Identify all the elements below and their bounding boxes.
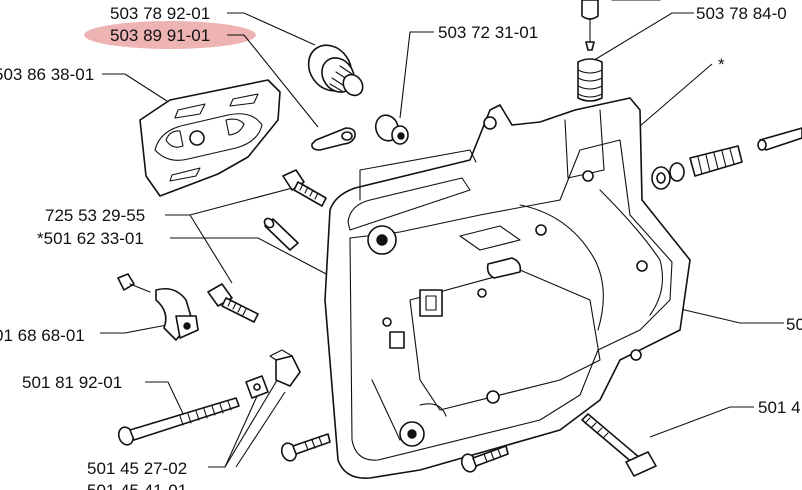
- sleeve: [263, 217, 299, 251]
- label-501-62-33-01[interactable]: *501 62 33-01: [37, 229, 144, 248]
- plug-with-spring: [307, 44, 364, 97]
- chain-guide-plate: [139, 79, 281, 197]
- square-nut: [245, 375, 269, 399]
- bracket: [117, 273, 199, 341]
- bolt-upper: [282, 169, 327, 207]
- t-bolt: [581, 413, 657, 477]
- label-503-78-92-01[interactable]: 503 78 92-01: [110, 4, 210, 23]
- label-501-81-92-01[interactable]: 501 81 92-01: [22, 373, 122, 392]
- label-501-45-27-02[interactable]: 501 45 27-02: [87, 459, 187, 478]
- label-503-72-31-01[interactable]: 503 72 31-01: [438, 23, 538, 42]
- label-503-86-38-01[interactable]: 503 86 38-01: [0, 65, 94, 84]
- bolt-lower: [207, 283, 259, 323]
- label-503-89-91-01[interactable]: 503 89 91-01: [110, 26, 210, 45]
- tensioner-spring: [651, 145, 743, 190]
- hex-nut: [269, 349, 301, 387]
- part-number-highlight: [84, 21, 256, 49]
- pin-part: [311, 127, 356, 151]
- tensioner-bar: [757, 127, 802, 151]
- screw-bottom-center: [460, 445, 509, 473]
- main-casting-body: [324, 97, 691, 479]
- label-725-53-29-55[interactable]: 725 53 29-55: [45, 206, 145, 225]
- top-adjuster-spring: [577, 0, 661, 102]
- label-501-68-68-01[interactable]: 01 68 68-01: [0, 326, 85, 345]
- label-503-78-84-0[interactable]: 503 78 84-0: [696, 4, 787, 23]
- label-asterisk[interactable]: *: [718, 55, 725, 74]
- label-501-45-41-01[interactable]: 501 45 41-01: [87, 481, 187, 490]
- bushing: [374, 114, 409, 145]
- leader-lines: [100, 12, 784, 468]
- long-screw: [117, 397, 240, 446]
- label-501-4-right[interactable]: 501 4: [758, 398, 801, 417]
- label-50-right[interactable]: 50: [786, 315, 802, 334]
- small-screw-bottom: [280, 433, 331, 462]
